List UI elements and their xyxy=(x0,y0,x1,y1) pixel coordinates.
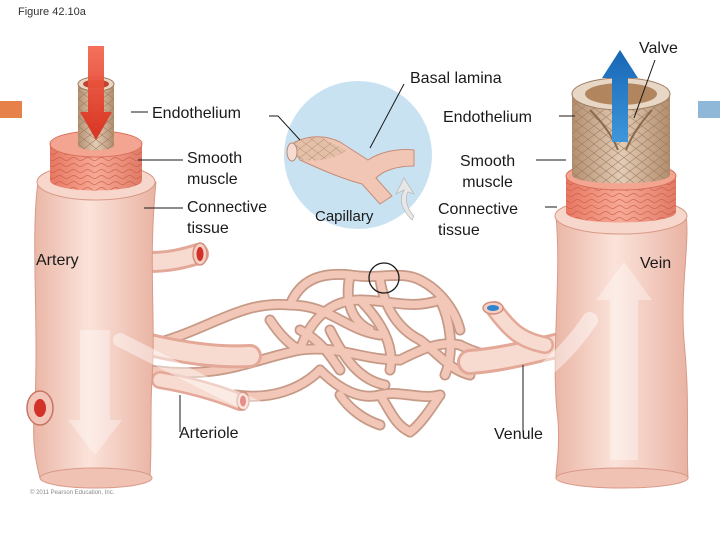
nav-tab-left[interactable] xyxy=(0,101,22,118)
capillary-zoom-circle xyxy=(368,262,400,294)
arteriole xyxy=(138,243,262,411)
label-endothelium-vein: Endothelium xyxy=(443,109,532,126)
label-connective-tissue-vein: Connective tissue xyxy=(438,201,519,239)
vein xyxy=(554,50,689,489)
flow-sweep-right xyxy=(492,312,598,408)
label-capillary: Capillary xyxy=(315,208,374,225)
label-vein: Vein xyxy=(640,255,672,272)
arterial-flow-arrow xyxy=(80,46,112,140)
artery xyxy=(26,46,157,489)
valve-flap xyxy=(625,109,653,151)
copyright: © 2011 Pearson Education, Inc. xyxy=(30,490,115,496)
label-arteriole: Arteriole xyxy=(179,425,239,442)
nav-tab-right[interactable] xyxy=(698,101,720,118)
label-venule: Venule xyxy=(494,426,543,443)
venous-flow-arrow xyxy=(602,50,638,142)
capillary-inset xyxy=(284,81,432,229)
artery-flow-arrow xyxy=(68,330,122,455)
vein-flow-arrow xyxy=(596,262,652,460)
valve-flap xyxy=(589,109,619,151)
label-endothelium-artery: Endothelium xyxy=(152,105,241,122)
venule xyxy=(457,301,573,375)
figure-label: Figure 42.10a xyxy=(18,6,86,18)
label-smooth-muscle-vein: Smooth muscle xyxy=(460,153,516,191)
zoom-arrow xyxy=(395,177,415,221)
label-valve: Valve xyxy=(639,40,678,57)
leader-lines xyxy=(131,59,656,432)
label-artery: Artery xyxy=(36,252,79,269)
label-basal-lamina: Basal lamina xyxy=(410,70,502,87)
label-smooth-muscle-artery: Smooth muscle xyxy=(187,150,243,188)
label-connective-tissue-artery: Connective tissue xyxy=(187,199,268,237)
flow-sweep-left xyxy=(113,333,307,427)
